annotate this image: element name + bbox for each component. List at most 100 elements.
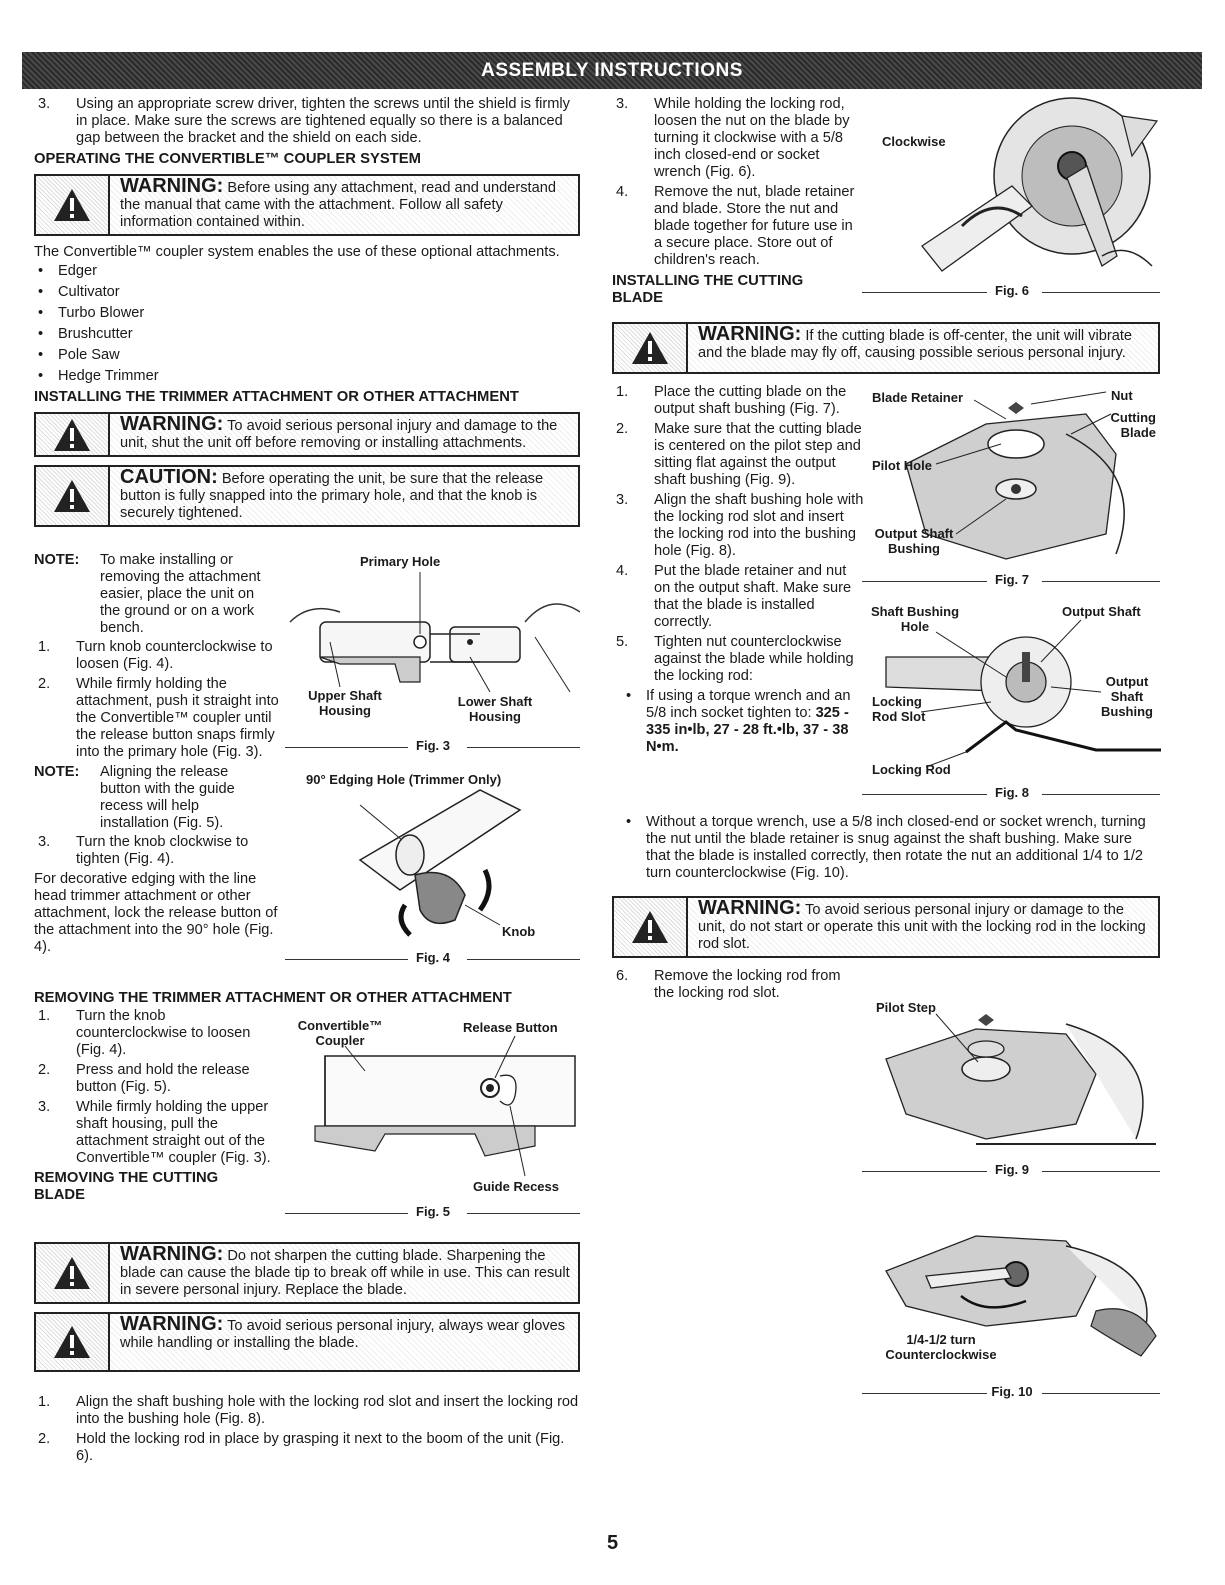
list-item: 1.Place the cutting blade on the output … (616, 384, 847, 417)
caption-rule (285, 959, 408, 960)
caption-rule (1042, 581, 1160, 582)
remove-steps-column: 1.Turn the knob counterclockwise to loos… (34, 1008, 274, 1208)
label-edging-hole: 90° Edging Hole (Trimmer Only) (306, 772, 502, 787)
list-item: 2.While firmly holding the attachment, p… (38, 676, 279, 760)
list-item: 2.Hold the locking rod in place by grasp… (38, 1431, 565, 1464)
warning-triangle-icon (614, 324, 688, 372)
right-lower-text: •Without a torque wrench, use a 5/8 inch… (612, 814, 1160, 966)
figure-3: Primary Hole Upper Shaft Housing Lower S… (280, 552, 581, 752)
caption-fig-9: Fig. 9 (995, 1162, 1029, 1177)
heading-remove-blade: REMOVING THE CUTTING BLADE (34, 1170, 219, 1203)
section-banner: ASSEMBLY INSTRUCTIONS (22, 52, 1202, 89)
warning-triangle-icon (614, 898, 688, 956)
edging-text: For decorative edging with the line head… (34, 871, 278, 955)
caption-rule (1042, 1393, 1160, 1394)
heading-coupler: OPERATING THE CONVERTIBLE™ COUPLER SYSTE… (34, 151, 421, 167)
figure-10: 1/4-1/2 turn Counterclockwise (866, 1216, 1162, 1366)
list-item: 1.Turn knob counterclockwise to loosen (… (38, 639, 273, 672)
install-steps-column: NOTE:To make installing or removing the … (34, 552, 282, 958)
list-item: 4.Remove the nut, blade retainer and bla… (616, 184, 855, 268)
caption-rule (285, 747, 408, 748)
caption-rule (862, 794, 987, 795)
label-lower-shaft: Lower Shaft Housing (457, 694, 533, 724)
remove-heading-wrap: REMOVING THE TRIMMER ATTACHMENT OR OTHER… (34, 986, 580, 1011)
label-output-shaft: Output Shaft (1062, 604, 1141, 619)
label-upper-shaft: Upper Shaft Housing (308, 688, 382, 718)
list-item: 3.While firmly holding the upper shaft h… (38, 1099, 271, 1166)
list-item: 1.Align the shaft bushing hole with the … (38, 1394, 579, 1427)
warning-triangle-icon (36, 414, 110, 455)
list-item: 3.Align the shaft bushing hole with the … (616, 492, 864, 559)
caption-fig-7: Fig. 7 (995, 572, 1029, 587)
label-quarter-half-turn: 1/4-1/2 turn (906, 1332, 976, 1347)
label-counterclockwise: Counterclockwise (885, 1347, 997, 1362)
caption-rule (1042, 292, 1160, 293)
coupler-intro: The Convertible™ coupler system enables … (34, 244, 560, 260)
list-item: •Hedge Trimmer (38, 368, 159, 384)
warning-triangle-icon (36, 176, 110, 234)
label-pilot-step: Pilot Step (876, 1000, 936, 1015)
label-locking-rod: Locking Rod (872, 762, 951, 777)
label-guide-recess: Guide Recess (473, 1179, 559, 1194)
warning-box-5: WARNING: If the cutting blade is off-cen… (612, 322, 1160, 374)
list-item: 1.Turn the knob counterclockwise to loos… (38, 1008, 251, 1058)
right-steps-top: 3.While holding the locking rod, loosen … (612, 96, 862, 311)
caption-fig-4: Fig. 4 (416, 950, 450, 965)
page-number: 5 (606, 1532, 619, 1554)
label-cutting-blade: Cutting Blade (1110, 410, 1156, 440)
list-item: 3.While holding the locking rod, loosen … (616, 96, 850, 180)
caption-rule (467, 1213, 580, 1214)
caption-fig-10: Fig. 10 (991, 1384, 1033, 1399)
warning-triangle-icon (36, 467, 110, 525)
warning-triangle-icon (36, 1314, 110, 1370)
step-6-wrap: 6.Remove the locking rod from the lockin… (612, 968, 862, 1005)
release-button-illustration (314, 1035, 576, 1177)
list-item: •Turbo Blower (38, 305, 145, 321)
warning-box-5-wrap: WARNING: If the cutting blade is off-cen… (612, 316, 1160, 382)
figure-6: Clockwise (862, 96, 1162, 282)
caption-fig-3: Fig. 3 (416, 738, 450, 753)
knob-illustration (358, 789, 522, 937)
caption-rule (862, 292, 987, 293)
figure-5: Convertible™ Coupler Release Button Guid… (285, 1016, 580, 1196)
caption-rule (1042, 1171, 1160, 1172)
figure-7: Blade Retainer Nut Cutting Blade Pilot H… (866, 384, 1162, 574)
label-coupler: Convertible™ Coupler (297, 1018, 383, 1048)
caption-fig-5: Fig. 5 (416, 1204, 450, 1219)
label-blade-retainer: Blade Retainer (872, 390, 964, 405)
wrench-illustration (921, 97, 1159, 272)
heading-install-blade: INSTALLING THE CUTTING BLADE (612, 273, 804, 306)
label-primary-hole: Primary Hole (360, 554, 441, 569)
caption-fig-6: Fig. 6 (995, 283, 1029, 298)
label-nut: Nut (1111, 388, 1133, 403)
list-item: •Cultivator (38, 284, 120, 300)
warning-triangle-icon (36, 1244, 110, 1302)
caption-fig-8: Fig. 8 (995, 785, 1029, 800)
list-item: •If using a torque wrench and an 5/8 inc… (626, 688, 851, 755)
left-column: 3.Using an appropriate screw driver, tig… (34, 96, 580, 535)
list-item: •Without a torque wrench, use a 5/8 inch… (626, 814, 1146, 881)
list-item: 6.Remove the locking rod from the lockin… (616, 968, 841, 1001)
figure-9: Pilot Step (866, 994, 1162, 1154)
label-knob: Knob (502, 924, 536, 939)
blade-warnings-column: WARNING: Do not sharpen the cutting blad… (34, 1236, 580, 1468)
caption-rule (285, 1213, 408, 1214)
list-item: 2.Make sure that the cutting blade is ce… (616, 421, 862, 488)
list-item: 3.Turn the knob clockwise to tighten (Fi… (38, 834, 249, 867)
list-item: •Pole Saw (38, 347, 120, 363)
caption-rule (862, 581, 987, 582)
note-2: NOTE:Aligning the release button with th… (34, 764, 235, 831)
right-steps-mid: 1.Place the cutting blade on the output … (612, 384, 864, 760)
caption-rule (467, 747, 580, 748)
note-1: NOTE:To make installing or removing the … (34, 552, 261, 636)
label-release-button: Release Button (463, 1020, 558, 1035)
final-turn-illustration (885, 1235, 1157, 1357)
warning-box-2: WARNING: To avoid serious personal injur… (34, 412, 580, 457)
step-3: 3.Using an appropriate screw driver, tig… (38, 96, 570, 146)
blade-install-illustration (905, 391, 1125, 560)
list-item: •Brushcutter (38, 326, 133, 342)
warning-box-1: WARNING: Before using any attachment, re… (34, 174, 580, 236)
label-clockwise: Clockwise (882, 134, 946, 149)
list-item: 5.Tighten nut counterclockwise against t… (616, 634, 854, 684)
coupler-install-illustration (289, 572, 581, 693)
